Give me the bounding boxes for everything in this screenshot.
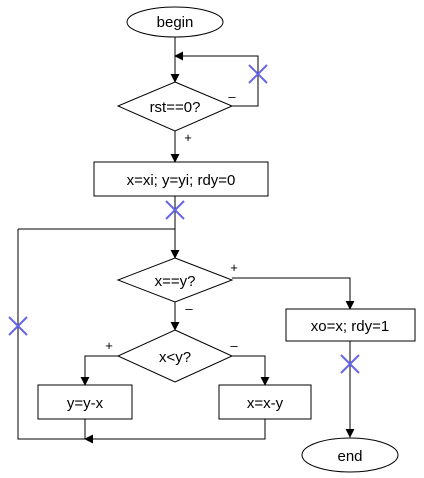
end-terminal: end (301, 437, 399, 473)
x-update-process: x=x-y (218, 384, 312, 420)
cross-marker-init (165, 200, 185, 220)
output-process: xo=x; rdy=1 (285, 308, 416, 342)
lt-no-sign: – (230, 338, 238, 353)
rst-decision-label: rst==0? (150, 99, 201, 116)
rst-yes-sign: + (184, 130, 192, 145)
edge-lt-no (232, 355, 270, 386)
edge-lt-yes (80, 355, 118, 386)
edge-eq-yes (232, 277, 355, 310)
eq-no-sign: – (185, 301, 193, 316)
edge-x-to-merge (84, 419, 266, 444)
cross-marker-rst-loop (248, 64, 268, 84)
begin-terminal: begin (126, 6, 224, 38)
edge-rst-loop (174, 51, 259, 107)
begin-label: begin (157, 14, 194, 31)
cross-marker-output (340, 354, 360, 374)
y-update-process: y=y-x (37, 384, 133, 420)
lt-yes-sign: + (105, 338, 113, 353)
connectors (17, 37, 355, 444)
rst-no-sign: – (228, 89, 236, 104)
rst-decision: rst==0? (116, 81, 234, 132)
eq-decision: x==y? (116, 257, 234, 303)
init-process-label: x=xi; y=yi; rdy=0 (127, 172, 236, 189)
eq-decision-label: x==y? (155, 273, 196, 290)
edge-merge-loop (17, 229, 85, 440)
output-label: xo=x; rdy=1 (311, 318, 389, 335)
init-process: x=xi; y=yi; rdy=0 (93, 161, 269, 197)
end-label: end (337, 448, 362, 465)
x-update-label: x=x-y (247, 395, 284, 412)
lt-decision-label: x<y? (159, 349, 191, 366)
eq-yes-sign: + (230, 260, 238, 275)
cross-marker-loop (8, 316, 28, 336)
y-update-label: y=y-x (67, 395, 104, 412)
lt-decision: x<y? (116, 329, 234, 383)
